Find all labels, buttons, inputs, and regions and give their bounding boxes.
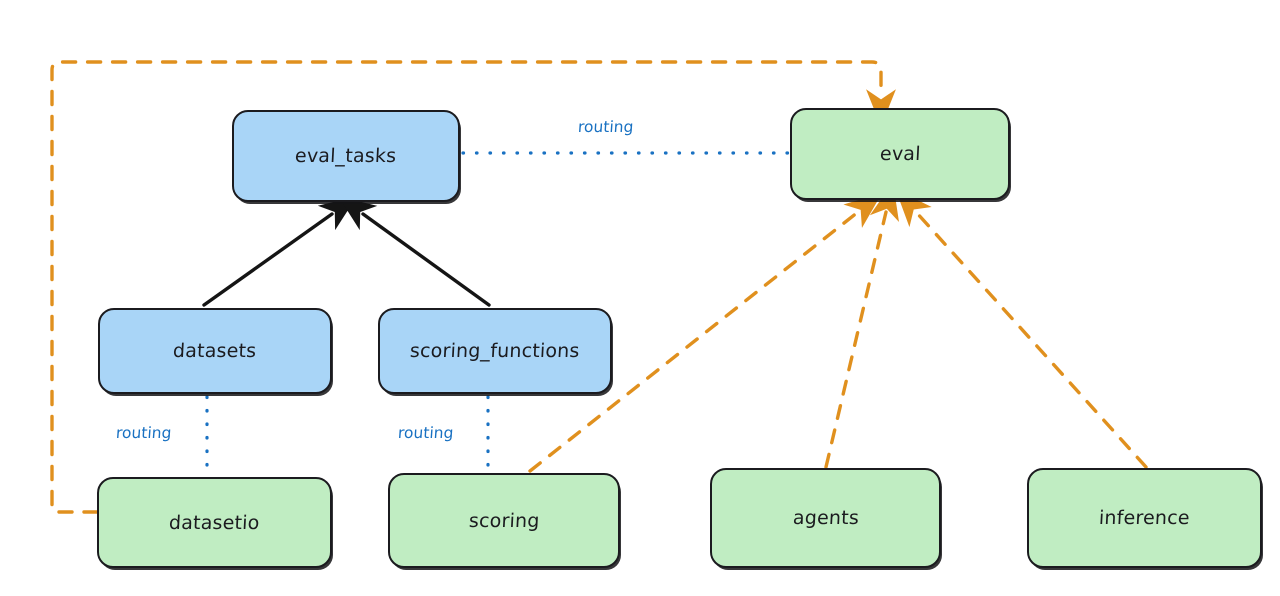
node-datasetio[interactable]: datasetio (97, 477, 332, 568)
node-agents[interactable]: agents (710, 468, 941, 568)
edge-label-routing-datasets: routing (115, 424, 173, 442)
edge-agents-to-eval (824, 182, 900, 469)
node-label: datasets (172, 340, 258, 362)
node-label: scoring_functions (409, 340, 581, 362)
node-eval[interactable]: eval (790, 108, 1010, 200)
edge-datasetio-to-eval (50, 60, 896, 514)
edge-inference-to-eval (895, 189, 1148, 469)
node-inference[interactable]: inference (1027, 468, 1262, 568)
edge-datasets-to-eval_tasks (202, 196, 357, 307)
node-label: eval (879, 143, 921, 165)
node-label: eval_tasks (294, 145, 398, 167)
edge-label-routing-eval-tasks: routing (577, 118, 635, 136)
node-scoring-functions[interactable]: scoring_functions (378, 308, 612, 394)
node-label: scoring (468, 509, 540, 532)
edge-label-routing-scoring-functions: routing (397, 424, 455, 442)
edge-scoring_functions-to-eval_tasks (338, 196, 491, 307)
node-label: agents (791, 507, 860, 529)
node-scoring[interactable]: scoring (388, 473, 620, 568)
node-label: datasetio (168, 511, 261, 534)
node-eval-tasks[interactable]: eval_tasks (232, 110, 460, 202)
node-label: inference (1098, 507, 1191, 529)
node-datasets[interactable]: datasets (98, 308, 332, 394)
